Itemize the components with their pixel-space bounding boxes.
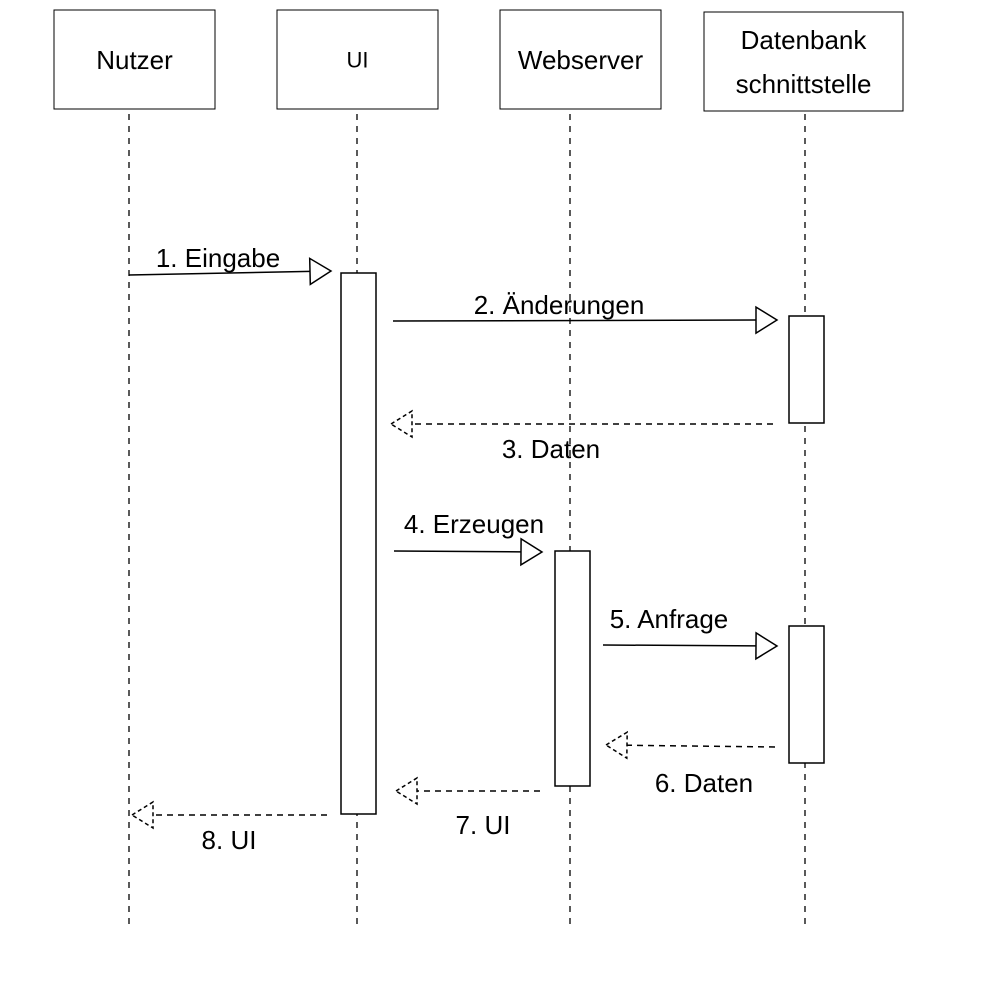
message-label: 3. Daten	[502, 434, 600, 464]
message-line	[626, 744, 776, 748]
activation-ui	[340, 272, 377, 815]
message-label: 8. UI	[202, 825, 257, 855]
message-m1: 1. Eingabe	[128, 243, 333, 286]
activation-datenbank-2	[788, 625, 825, 764]
message-line	[602, 644, 757, 647]
arrowhead	[755, 305, 779, 335]
participant-ui: UI	[276, 9, 439, 110]
participant-label: Nutzer	[96, 45, 173, 75]
arrowhead	[308, 257, 333, 286]
message-m6: 6. Daten	[604, 730, 776, 798]
message-m5: 5. Anfrage	[602, 604, 779, 661]
message-line	[128, 270, 311, 276]
message-label: 6. Daten	[655, 768, 753, 798]
message-m3: 3. Daten	[389, 409, 773, 464]
message-m2: 2. Änderungen	[392, 290, 779, 335]
arrowhead	[604, 730, 628, 760]
participant-nutzer: Nutzer	[53, 9, 216, 110]
arrowhead	[389, 409, 413, 439]
message-label: 2. Änderungen	[474, 290, 645, 320]
message-label: 4. Erzeugen	[404, 509, 544, 539]
participants: Nutzer UI Webserver Datenbank schnittstelle	[53, 9, 904, 112]
arrowhead	[394, 776, 418, 806]
participant-box	[703, 11, 904, 112]
message-label: 7. UI	[456, 810, 511, 840]
message-m7: 7. UI	[394, 776, 540, 840]
arrowhead	[520, 537, 544, 567]
participant-box	[53, 9, 216, 110]
participant-webserver: Webserver	[499, 9, 662, 110]
lifelines	[128, 114, 806, 928]
arrowhead	[755, 631, 779, 661]
message-m4: 4. Erzeugen	[393, 509, 544, 567]
messages: 1. Eingabe 2. Änderungen 3. Daten 4. Erzeug…	[128, 243, 779, 855]
message-label: 1. Eingabe	[156, 243, 280, 273]
participant-box	[276, 9, 439, 110]
participant-label: Datenbank	[741, 25, 868, 55]
activation-bars	[340, 272, 825, 815]
participant-datenbank: Datenbank schnittstelle	[703, 11, 904, 112]
activation-webserver	[554, 550, 591, 787]
message-line	[393, 550, 522, 553]
participant-label: schnittstelle	[736, 69, 872, 99]
message-m8: 8. UI	[130, 800, 327, 855]
arrowhead	[130, 800, 154, 830]
participant-label: Webserver	[518, 45, 644, 75]
message-line	[392, 319, 757, 322]
activation-datenbank-1	[788, 315, 825, 424]
participant-box	[499, 9, 662, 110]
message-label: 5. Anfrage	[610, 604, 729, 634]
participant-label: UI	[347, 47, 369, 72]
